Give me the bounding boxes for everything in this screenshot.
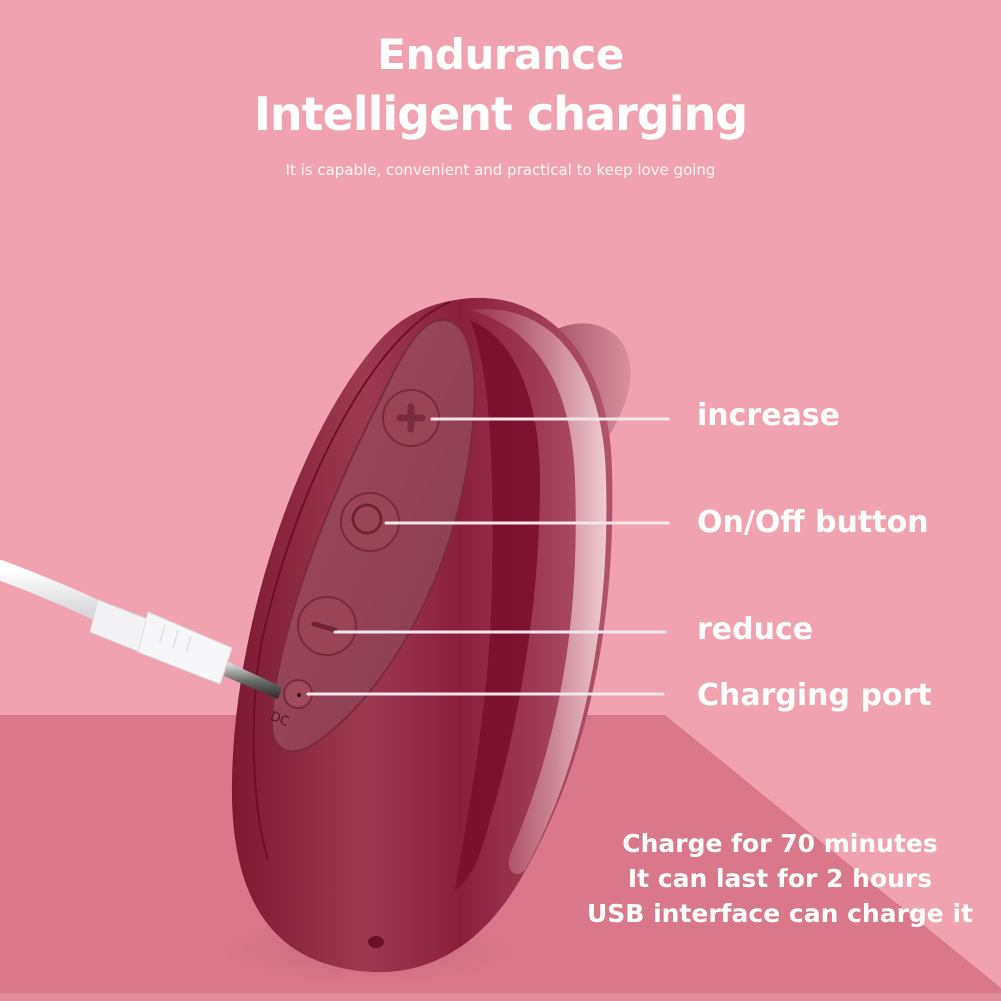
reduce-button[interactable]	[297, 596, 357, 656]
device-stripe	[455, 320, 540, 890]
title-line-2: Intelligent charging	[253, 87, 748, 141]
subtitle: It is capable, convenient and practical …	[285, 161, 716, 179]
plus-icon	[396, 403, 426, 433]
callout-charging-port: Charging port	[697, 678, 932, 713]
minus-icon	[311, 621, 338, 633]
increase-button[interactable]	[382, 389, 440, 447]
callout-increase: increase	[697, 398, 841, 433]
title-line-1: Endurance	[377, 30, 624, 79]
info-line-charge-time: Charge for 70 minutes	[622, 829, 938, 858]
info-line-battery-life: It can last for 2 hours	[627, 864, 933, 893]
dc-port-label: DC	[268, 709, 291, 730]
leader-lines	[306, 417, 670, 696]
callout-on-off: On/Off button	[697, 505, 929, 540]
charging-info: Charge for 70 minutes It can last for 2 …	[540, 826, 1001, 931]
charging-cable	[0, 560, 282, 699]
callout-reduce: reduce	[697, 612, 814, 647]
power-ring-icon	[351, 503, 383, 535]
info-line-usb: USB interface can charge it	[587, 899, 973, 928]
dc-port-icon	[297, 693, 301, 697]
